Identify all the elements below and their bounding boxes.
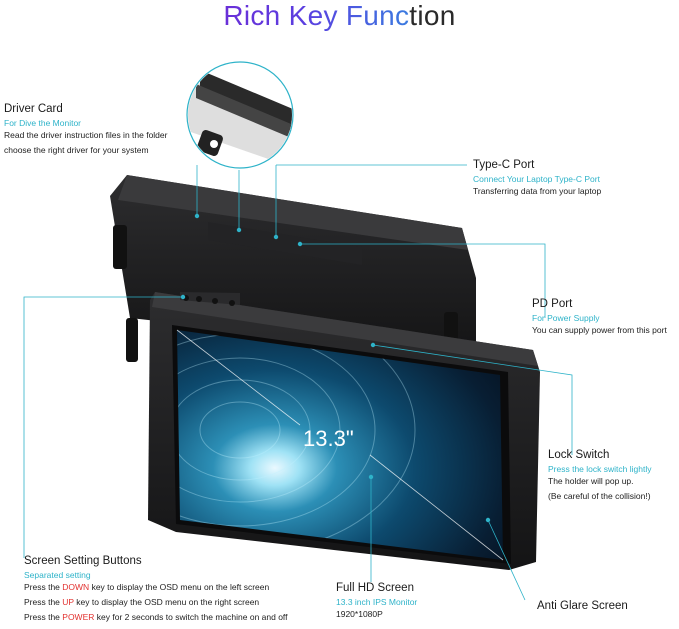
screen-diagonal-lines: [176, 329, 504, 561]
lock-switch-subtitle: Press the lock switch lightly: [548, 464, 652, 474]
screen-size-label: 13.3": [303, 426, 354, 451]
up-key-label: UP: [62, 597, 74, 607]
driver-card-desc-2: choose the right driver for your system: [4, 145, 149, 155]
title-tail-part: tion: [409, 0, 456, 31]
pd-port-title: PD Port: [532, 298, 573, 310]
driver-card-desc-1: Read the driver instruction files in the…: [4, 130, 168, 140]
screen-buttons-title: Screen Setting Buttons: [24, 555, 142, 567]
full-hd-callout: Full HD Screen 13.3 inch IPS Monitor 192…: [336, 582, 417, 622]
callout-lines: [23, 164, 573, 601]
pd-port-desc: You can supply power from this port: [532, 325, 667, 335]
down-key-label: DOWN: [62, 582, 90, 592]
lock-switch-title: Lock Switch: [548, 449, 610, 461]
anti-glare-title: Anti Glare Screen: [537, 600, 628, 612]
power-key-label: POWER: [62, 612, 95, 622]
page-title: Rich Key Function: [0, 0, 679, 32]
driver-card-subtitle: For Dive the Monitor: [4, 118, 81, 128]
anti-glare-callout: Anti Glare Screen: [537, 600, 628, 612]
screen-buttons-subtitle: Separated setting: [24, 570, 91, 580]
full-hd-desc: 1920*1080P: [336, 609, 383, 619]
screen-buttons-line-2: Press the UP key to display the OSD menu…: [24, 597, 260, 607]
driver-card-callout: Driver Card For Dive the Monitor Read th…: [4, 103, 167, 158]
driver-card-title: Driver Card: [4, 103, 63, 115]
front-monitor-shape: [126, 292, 540, 570]
screen-buttons-callout: Screen Setting Buttons Separated setting…: [24, 555, 288, 625]
screen-buttons-line-3: Press the POWER key for 2 seconds to swi…: [24, 612, 288, 622]
type-c-callout: Type-C Port Connect Your Laptop Type-C P…: [473, 159, 601, 199]
screen-buttons-line-1: Press the DOWN key to display the OSD me…: [24, 582, 270, 592]
type-c-title: Type-C Port: [473, 159, 535, 171]
zoom-detail-circle: [186, 61, 294, 169]
lock-switch-callout: Lock Switch Press the lock switch lightl…: [548, 449, 651, 504]
title-gradient-part: Rich Key Func: [223, 0, 410, 31]
lock-switch-desc-2: (Be careful of the collision!): [548, 491, 651, 501]
type-c-subtitle: Connect Your Laptop Type-C Port: [473, 174, 600, 184]
type-c-desc: Transferring data from your laptop: [473, 186, 602, 196]
pd-port-subtitle: For Power Supply: [532, 313, 600, 323]
lock-switch-desc-1: The holder will pop up.: [548, 476, 634, 486]
full-hd-subtitle: 13.3 inch IPS Monitor: [336, 597, 418, 607]
callout-dots: [180, 213, 491, 523]
full-hd-title: Full HD Screen: [336, 582, 414, 594]
pd-port-callout: PD Port For Power Supply You can supply …: [532, 298, 667, 338]
